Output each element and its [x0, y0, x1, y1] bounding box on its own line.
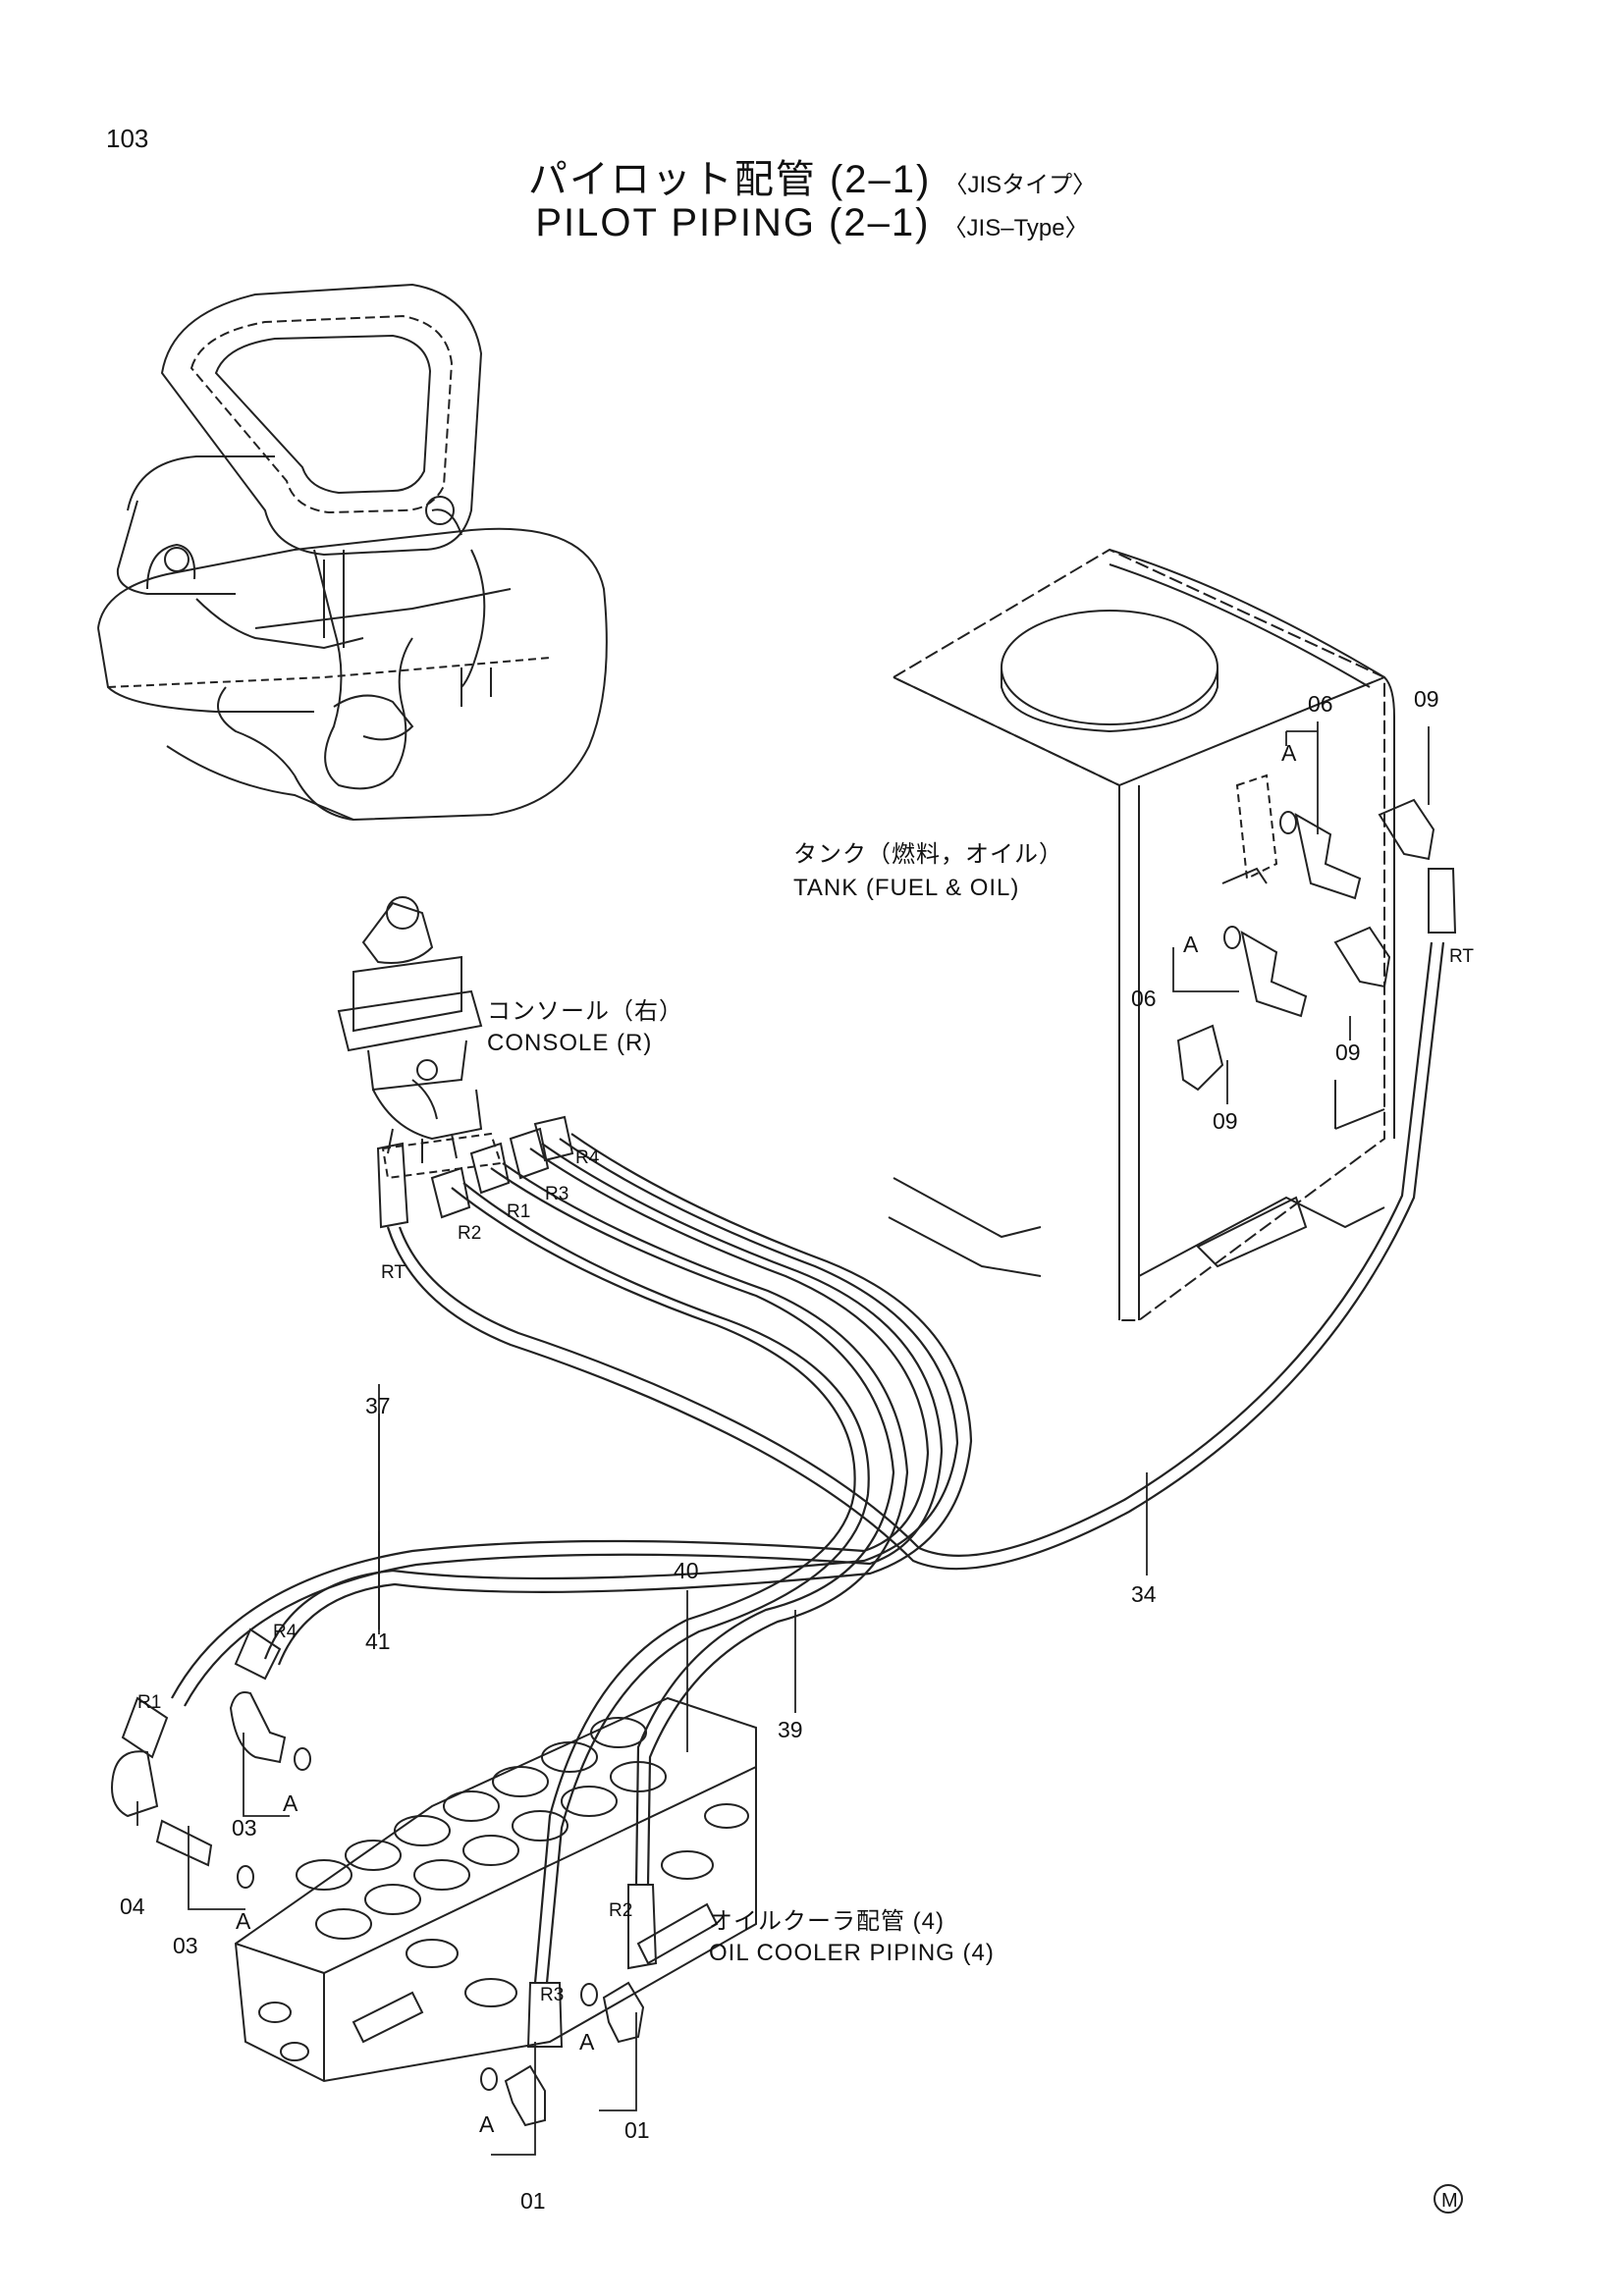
o-ring: [294, 1747, 311, 1771]
part-40: 40: [674, 1558, 699, 1583]
title-japanese-sub: 〈JISタイプ〉: [944, 172, 1097, 198]
fittings: [111, 774, 1457, 2127]
port-r4-console: R4: [575, 1148, 600, 1168]
detail-a-r4: A: [283, 1790, 298, 1816]
part-34: 34: [1131, 1581, 1157, 1607]
title-japanese: パイロット配管 (2–1) 〈JISタイプ〉: [0, 147, 1624, 204]
part-09-lower: 09: [1213, 1108, 1238, 1134]
hose-bundle: [171, 941, 1445, 1984]
part-03-lower: 03: [173, 1933, 198, 1958]
detail-a-lower-tank: A: [1183, 932, 1199, 957]
port-rt-tank: RT: [1449, 946, 1474, 967]
o-ring: [1223, 926, 1241, 949]
port-r2-valve: R2: [609, 1900, 632, 1921]
part-06-lower: 06: [1131, 986, 1157, 1011]
title-english-sub: 〈JIS–Type〉: [943, 215, 1089, 241]
tank-label-ja: タンク（燃料，オイル）: [793, 841, 1063, 868]
port-r3-console: R3: [545, 1184, 568, 1204]
o-ring: [580, 1983, 598, 2006]
port-r4-valve: R4: [273, 1622, 298, 1642]
oil-cooler-label-en: OIL COOLER PIPING (4): [709, 1940, 995, 1966]
tank-label-en: TANK (FUEL & OIL): [793, 875, 1019, 901]
cab-seat-illustration: [97, 283, 608, 822]
detail-a-upper-tank: A: [1281, 740, 1297, 766]
title-english: PILOT PIPING (2–1) 〈JIS–Type〉: [0, 201, 1624, 245]
port-rt-console: RT: [381, 1262, 406, 1283]
part-01-left: 01: [520, 2188, 546, 2214]
console-right-valve: [337, 896, 503, 1180]
circle-m-letter: M: [1441, 2190, 1458, 2212]
port-r1-console: R1: [507, 1201, 530, 1222]
part-39: 39: [778, 1717, 803, 1742]
circle-m-mark: [1434, 2184, 1463, 2214]
part-number-labels: 37 41 40 39 34 04 03 03 01 01 06 06 09 0…: [120, 686, 1439, 2214]
detail-a-nipple: A: [236, 1908, 251, 1934]
callout-labels: タンク（燃料，オイル） TANK (FUEL & OIL) コンソール（右） C…: [487, 841, 1063, 1966]
part-03-upper: 03: [232, 1815, 257, 1841]
port-r3-valve: R3: [540, 1985, 564, 2005]
detail-a-01-left: A: [479, 2111, 495, 2137]
oil-cooler-label-ja: オイルクーラ配管 (4): [709, 1908, 945, 1935]
part-06-upper: 06: [1308, 691, 1333, 717]
control-valve-block: [234, 1696, 757, 2083]
part-01-right: 01: [624, 2117, 650, 2143]
part-09-upper: 09: [1414, 686, 1439, 712]
valve-spool-ports: [258, 1717, 749, 2061]
detail-a-01-right: A: [579, 2029, 595, 2055]
part-04: 04: [120, 1894, 145, 1919]
o-ring: [480, 2067, 498, 2091]
leader-lines: [136, 721, 1430, 2156]
o-ring: [1279, 811, 1297, 834]
console-label-en: CONSOLE (R): [487, 1030, 652, 1056]
port-r2-console: R2: [458, 1223, 481, 1244]
title-japanese-main: パイロット配管 (2–1): [527, 158, 932, 201]
part-37: 37: [365, 1393, 391, 1418]
port-r1-valve: R1: [137, 1692, 161, 1713]
part-09-middle: 09: [1335, 1040, 1361, 1065]
footer-mark: M: [1434, 2184, 1463, 2214]
tank-illustration: [888, 548, 1395, 1321]
o-ring: [237, 1865, 254, 1889]
page-number: 103: [106, 124, 149, 153]
port-labels: R4 R3 R1 R2 RT RT R1 R4 R2 R3 A A A A A …: [137, 740, 1474, 2137]
title-english-main: PILOT PIPING (2–1): [535, 201, 931, 244]
part-41: 41: [365, 1629, 391, 1654]
console-label-ja: コンソール（右）: [487, 998, 683, 1025]
